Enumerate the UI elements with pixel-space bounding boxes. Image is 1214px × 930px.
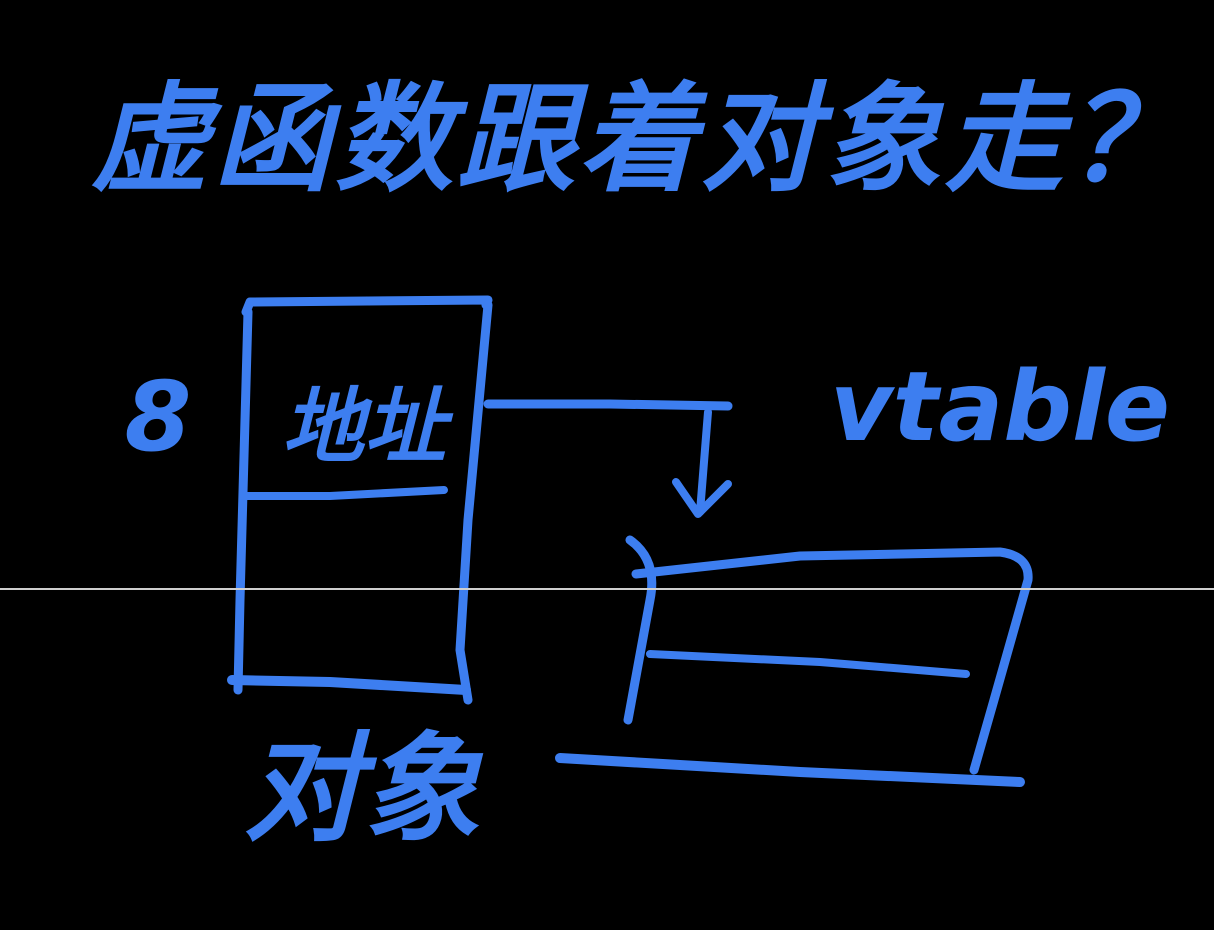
vtable-left-edge [623, 535, 657, 725]
pointer-arrow-shaft [483, 399, 733, 411]
object-slot-divider [240, 486, 448, 500]
vtable-block [555, 535, 1033, 787]
object-memory-block [227, 295, 493, 705]
address-label: 地址 [282, 380, 454, 475]
pointer-arrow [483, 399, 733, 518]
pointer-arrow-head [672, 478, 732, 518]
object-block-bottom-edge [227, 675, 471, 695]
diagram-title: 虚函数跟着对象走？ [91, 70, 1189, 208]
pointer-arrow-drop [696, 408, 712, 516]
object-block-right-edge [455, 300, 493, 705]
object-block-left-edge [233, 307, 253, 695]
object-block-top-edge [241, 295, 493, 317]
vtable-top-right-edge [631, 547, 1033, 775]
vtable-slot-divider [646, 650, 970, 678]
vtable-label: vtable [830, 351, 1170, 463]
object-label: 对象 [244, 720, 484, 858]
vtable-bottom-edge [555, 753, 1025, 787]
size-label: 8 [125, 361, 192, 473]
